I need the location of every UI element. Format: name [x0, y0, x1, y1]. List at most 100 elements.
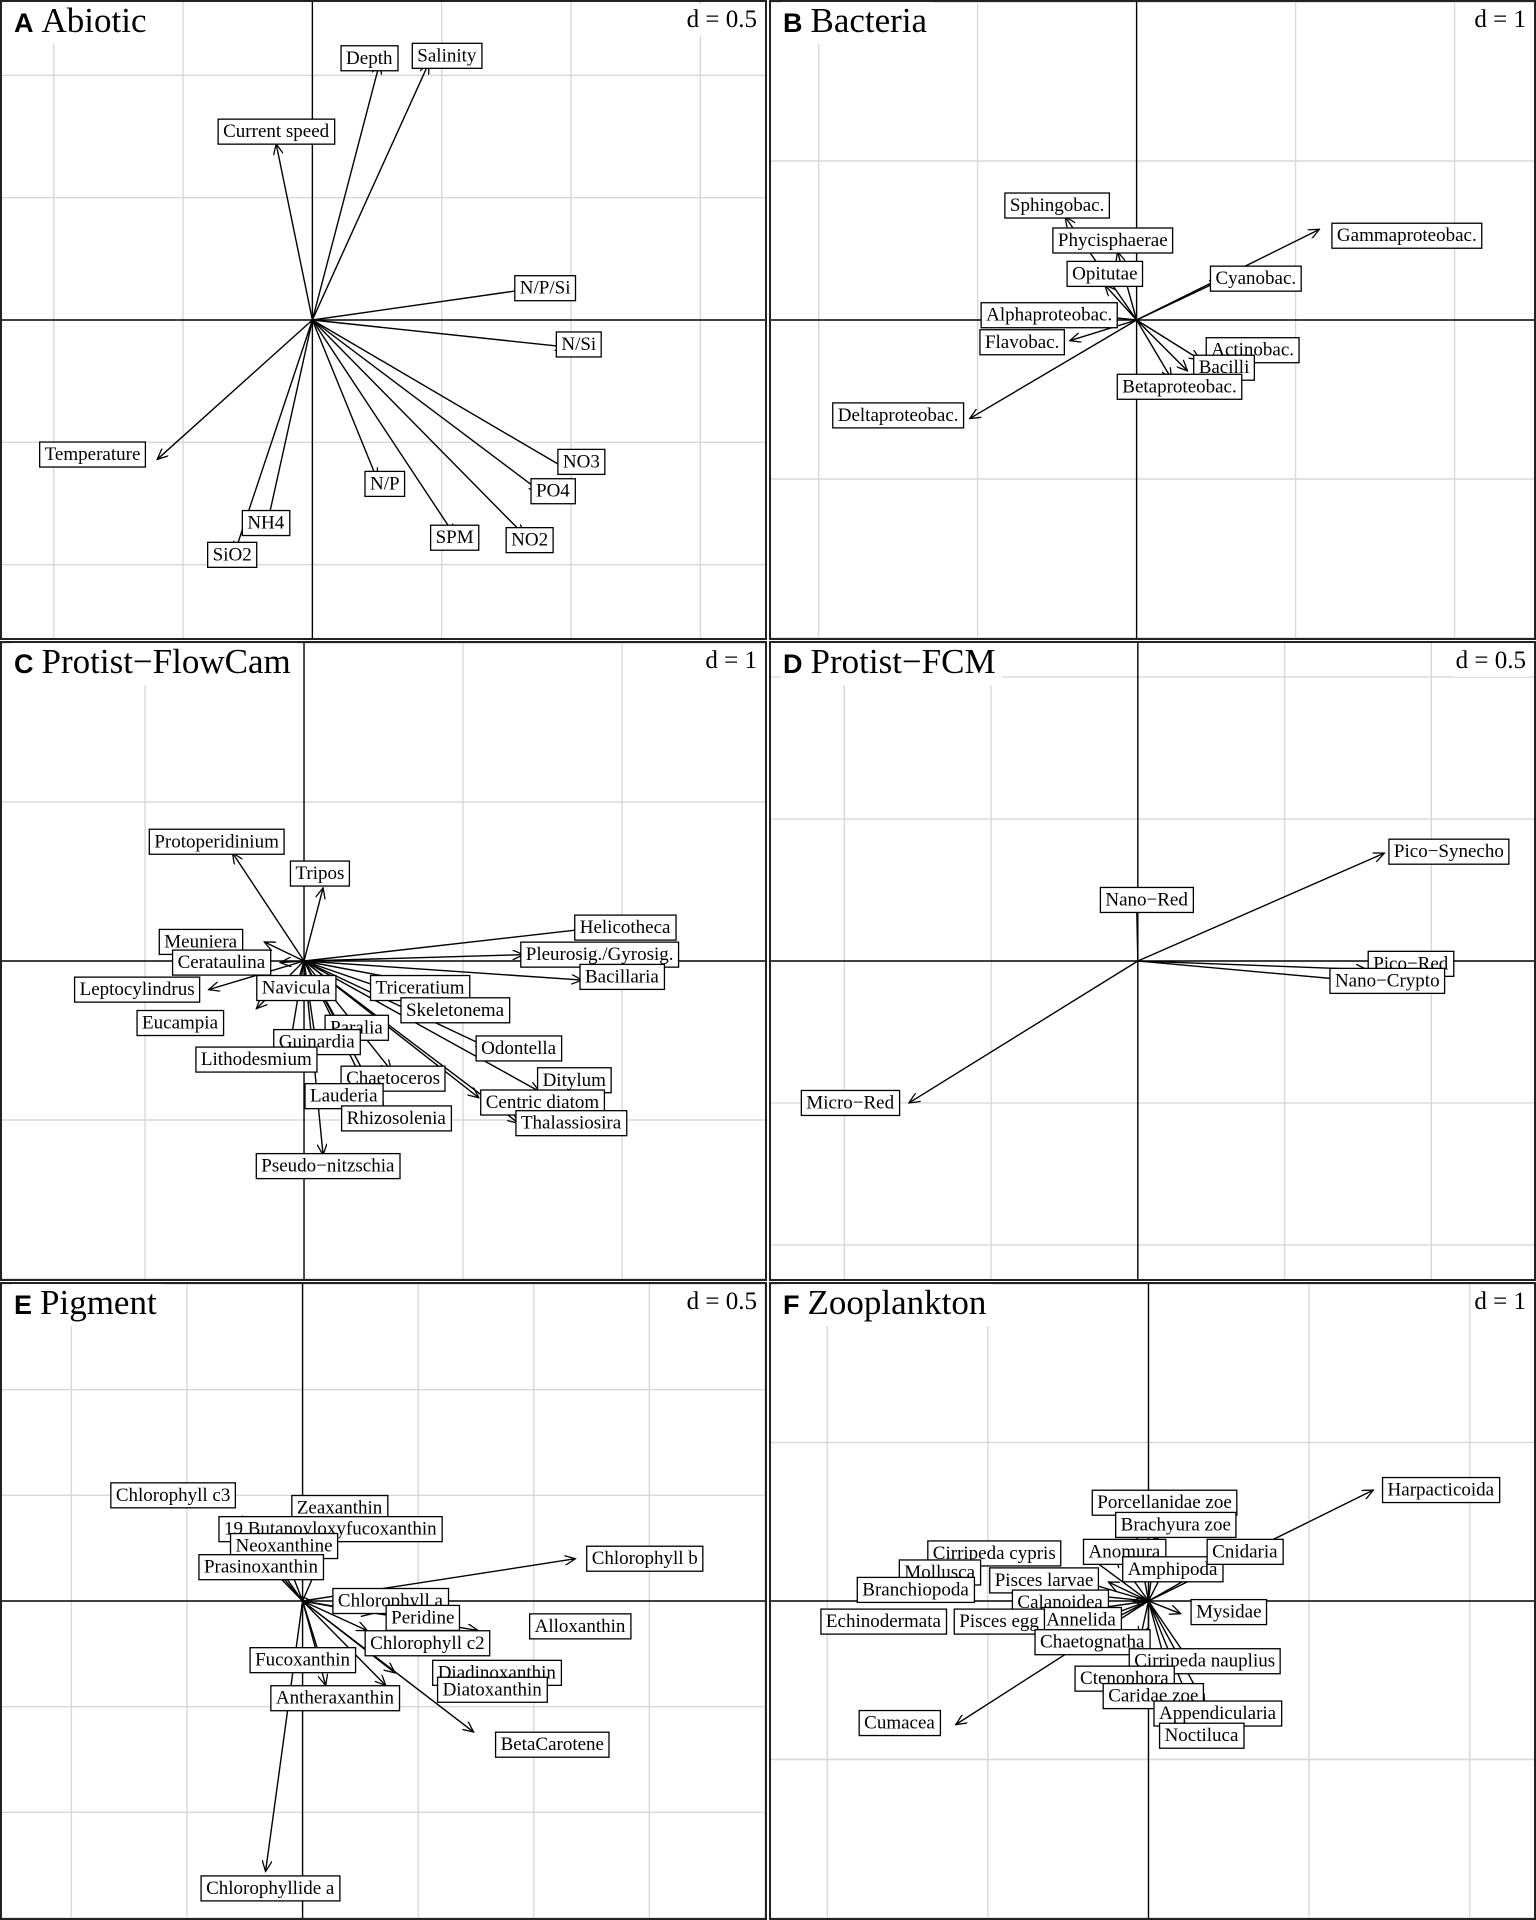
- grid-scale-label: d = 0.5: [684, 4, 759, 36]
- variable-label: Branchiopoda: [856, 1576, 976, 1604]
- variable-label: Flavobac.: [979, 329, 1066, 356]
- variable-label-text: Alphaproteobac.: [986, 305, 1112, 326]
- variable-label: Deltaproteobac.: [832, 402, 965, 429]
- variable-label: Micro−Red: [800, 1089, 901, 1117]
- panel-title-text: Bacteria: [810, 1, 928, 40]
- variable-label-box: [217, 118, 336, 145]
- variable-label: Noctiluca: [1158, 1722, 1245, 1749]
- variable-label-box: [505, 527, 554, 554]
- variable-label-text: Triceratium: [376, 978, 465, 999]
- variable-label-text: Annelida: [1046, 1610, 1116, 1631]
- variable-label-box: [136, 1009, 225, 1037]
- variable-label-text: Betaproteobac.: [1122, 376, 1236, 397]
- variable-label-text: Eucampia: [142, 1013, 219, 1034]
- variable-label-text: Thalassiosira: [521, 1113, 622, 1134]
- variable-label-box: [1034, 1629, 1151, 1656]
- variable-label-text: Fucoxanthin: [255, 1650, 350, 1671]
- variable-label-box: [400, 997, 511, 1024]
- variable-label-box: [364, 470, 406, 498]
- variable-label-text: Mysidae: [1196, 1602, 1261, 1623]
- panel-letter: E: [14, 1290, 33, 1320]
- arrow-vector: [311, 319, 524, 535]
- variable-label-box: [800, 1089, 901, 1117]
- variable-label: Current speed: [217, 118, 336, 145]
- grid-scale-label: d = 1: [1472, 4, 1528, 36]
- variable-label: Appendicularia: [1153, 1700, 1283, 1727]
- variable-label-text: Helicotheca: [580, 917, 671, 938]
- grid-scale-label: d = 0.5: [1453, 645, 1528, 677]
- arrow-vector: [302, 1600, 368, 1631]
- variable-label: Alphaproteobac.: [980, 302, 1118, 329]
- variable-label-text: SPM: [436, 527, 474, 548]
- variable-label-text: BetaCarotene: [501, 1734, 604, 1755]
- arrow-vector: [276, 144, 314, 321]
- variable-label-text: Depth: [346, 48, 393, 69]
- variable-label-box: [364, 1630, 491, 1657]
- variable-label-box: [989, 1567, 1100, 1594]
- variable-label-box: [340, 45, 399, 72]
- variable-label: Thalassiosira: [515, 1110, 628, 1137]
- variable-label: Odontella: [475, 1035, 563, 1062]
- variable-label-box: [1381, 1476, 1501, 1504]
- arrow-vector: [909, 960, 1139, 1103]
- variable-label-text: Salinity: [417, 45, 477, 66]
- arrow-vector: [1070, 319, 1137, 341]
- arrow-vector: [311, 319, 540, 491]
- arrow-vector: [312, 288, 534, 321]
- variable-label-text: Skeletonema: [406, 1000, 505, 1021]
- arrow-vector: [311, 319, 454, 535]
- variable-label-box: [1099, 886, 1195, 914]
- variable-label: Temperature: [39, 441, 147, 468]
- arrow-vector: [1137, 853, 1385, 962]
- variable-label-box: [528, 1613, 632, 1640]
- variable-label-text: Flavobac.: [985, 332, 1059, 353]
- variable-label: Triceratium: [369, 974, 471, 1002]
- arrow-vector: [303, 960, 582, 980]
- panel-title-text: Protist−FlowCam: [41, 642, 291, 681]
- variable-label-box: [1388, 838, 1510, 865]
- variable-label-text: Leptocylindrus: [80, 979, 195, 1000]
- arrow-vector: [312, 319, 571, 472]
- variable-label-box: [953, 1608, 1046, 1635]
- panel-letter: C: [14, 649, 34, 679]
- variable-label-text: Centric diatom: [486, 1092, 600, 1113]
- variable-label: Chaetognatha: [1034, 1629, 1151, 1656]
- variable-label-text: Phycisphaerae: [1058, 230, 1168, 251]
- variable-label: Tripos: [289, 860, 351, 887]
- variable-label: Cnidaria: [1206, 1538, 1284, 1566]
- variable-label-text: SiO2: [213, 544, 252, 565]
- variable-label: BetaCarotene: [494, 1731, 610, 1758]
- panel-letter: F: [783, 1290, 800, 1320]
- variable-label: Protoperidinium: [148, 828, 285, 855]
- variable-label-text: Cnidaria: [1212, 1541, 1278, 1562]
- variable-label-box: [249, 1647, 357, 1674]
- variable-label-text: Peridine: [391, 1607, 454, 1628]
- variable-label-text: Current speed: [223, 121, 330, 142]
- variable-label-box: [1040, 1606, 1123, 1634]
- variable-label-box: [494, 1731, 610, 1758]
- variable-label-text: Cirripeda cypris: [933, 1543, 1056, 1564]
- arrow-vector: [311, 63, 379, 321]
- variable-label: Sphingobac.: [1004, 192, 1111, 219]
- variable-label-box: [832, 402, 965, 429]
- variable-label-box: [289, 860, 351, 887]
- variable-label: Bacillaria: [579, 963, 666, 991]
- variable-label-box: [536, 1067, 612, 1094]
- variable-label-text: Chaetognatha: [1040, 1632, 1145, 1653]
- variable-label-box: [411, 42, 483, 69]
- variable-label-text: Chlorophyllide a: [206, 1878, 335, 1899]
- variable-label-box: [256, 974, 337, 1002]
- variable-label-box: [530, 478, 576, 505]
- variable-label: Helicotheca: [574, 914, 677, 941]
- arrow-vector: [311, 63, 428, 321]
- variable-label-text: Bacilli: [1199, 357, 1250, 378]
- variable-label-box: [198, 1554, 325, 1581]
- variable-label-box: [1115, 1511, 1237, 1539]
- arrow-vector: [266, 1600, 304, 1872]
- variable-label-text: Chlorophyll b: [592, 1548, 698, 1569]
